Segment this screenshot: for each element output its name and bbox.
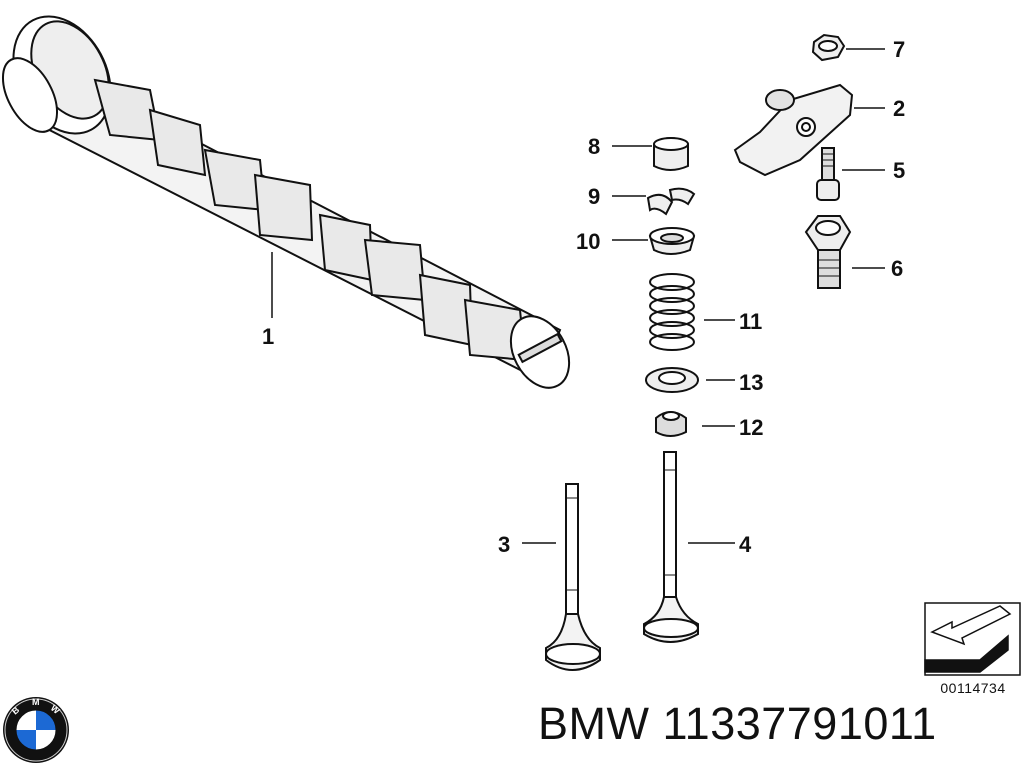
valve-spring-part-11 [649, 273, 735, 351]
valve-cap-part-8 [612, 137, 689, 171]
bmw-logo: B M W [3, 697, 69, 763]
valve-part-4 [643, 451, 735, 643]
camshaft-part-1 [1, 15, 571, 389]
reference-code: 00114734 [940, 680, 1006, 696]
spring-retainer-part-10 [612, 227, 696, 255]
callout-11: 11 [739, 309, 762, 334]
spring-seat-part-13 [645, 367, 735, 393]
callout-13: 13 [739, 370, 763, 395]
bolt-part-6 [804, 215, 885, 289]
callout-4: 4 [739, 532, 752, 557]
callout-10: 10 [576, 229, 600, 254]
adjuster-screw-part-5 [816, 147, 885, 201]
callout-3: 3 [498, 532, 510, 557]
part-number-caption: BMW 11337791011 [538, 698, 937, 749]
callout-1: 1 [262, 324, 274, 349]
callout-8: 8 [588, 134, 600, 159]
callout-6: 6 [891, 256, 903, 281]
valve-part-3 [522, 483, 601, 671]
callout-9: 9 [588, 184, 600, 209]
rocker-arm-part-2 [733, 83, 885, 177]
nut-part-7 [811, 33, 885, 62]
logo-letter-m: M [32, 697, 40, 707]
valve-stem-seal-part-12 [655, 411, 735, 437]
callout-5: 5 [893, 158, 905, 183]
callout-7: 7 [893, 37, 905, 62]
callout-12: 12 [739, 415, 763, 440]
callout-2: 2 [893, 96, 905, 121]
valve-keepers-part-9 [612, 187, 696, 216]
view-direction-icon [924, 602, 1021, 676]
logo-letter-b: B [10, 704, 22, 716]
